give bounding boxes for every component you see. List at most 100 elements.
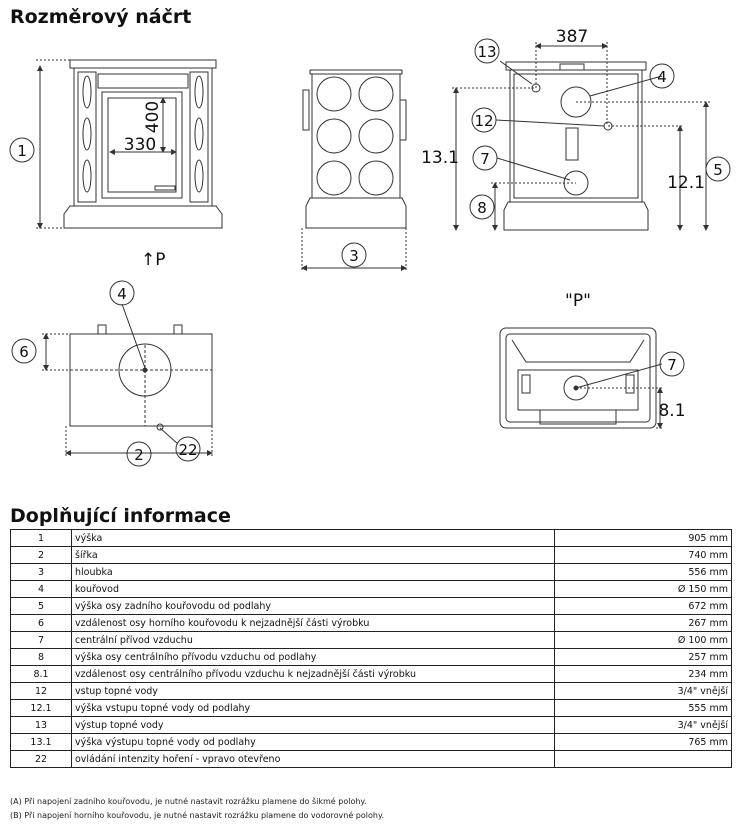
cell-num: 2	[10, 546, 72, 564]
cell-desc: vzdálenost osy centrálního přívodu vzduc…	[71, 665, 555, 683]
cell-num: 8	[10, 648, 72, 666]
callout-22: 22	[178, 441, 197, 459]
callout-4-back: 4	[657, 68, 667, 86]
callout-7-rear: 7	[667, 356, 677, 374]
cell-val: Ø 150 mm	[554, 580, 732, 598]
callout-1: 1	[17, 142, 27, 160]
callout-8-1: 8.1	[658, 401, 685, 421]
callout-4-top: 4	[117, 285, 127, 303]
cell-num: 4	[10, 580, 72, 598]
cell-desc: výška výstupu topné vody od podlahy	[71, 733, 555, 751]
cell-val: 267 mm	[554, 614, 732, 632]
cell-desc: hloubka	[71, 563, 555, 581]
cell-num: 12.1	[10, 699, 72, 717]
front-inner-width: 330	[124, 135, 156, 155]
cell-desc: vzdálenost osy horního kouřovodu k nejza…	[71, 614, 555, 632]
callout-circle-22	[175, 436, 201, 462]
callout-circle-8	[469, 194, 495, 220]
cell-num: 8.1	[10, 665, 72, 683]
cell-desc: šířka	[71, 546, 555, 564]
cell-num: 3	[10, 563, 72, 581]
rear-view	[499, 327, 664, 429]
cell-num: 5	[10, 597, 72, 615]
callout-circle-6	[11, 338, 37, 364]
cell-num: 12	[10, 682, 72, 700]
note-a: (A) Při napojení zadního kouřovodu, je n…	[10, 797, 367, 806]
back-top-width: 387	[556, 27, 588, 47]
cell-val: 556 mm	[554, 563, 732, 581]
callout-circle-1	[9, 137, 35, 163]
cell-num: 13.1	[10, 733, 72, 751]
rear-view-label: "P"	[565, 291, 591, 311]
cell-val: Ø 100 mm	[554, 631, 732, 649]
cell-num: 7	[10, 631, 72, 649]
cell-num: 1	[10, 529, 72, 547]
cell-val: 257 mm	[554, 648, 732, 666]
cell-val: 234 mm	[554, 665, 732, 683]
front-inner-height: 400	[143, 101, 163, 133]
callout-circle-13	[474, 38, 500, 64]
top-view	[42, 303, 213, 457]
cell-desc: ovládání intenzity hoření - vpravo otevř…	[71, 750, 555, 768]
cell-val: 672 mm	[554, 597, 732, 615]
cell-num: 6	[10, 614, 72, 632]
cell-desc: centrální přívod vzduchu	[71, 631, 555, 649]
cell-val: 3/4" vnější	[554, 716, 732, 734]
callout-circle-2	[126, 441, 152, 467]
callout-circle-5	[705, 156, 731, 182]
callout-5: 5	[713, 161, 723, 179]
cell-desc: vstup topné vody	[71, 682, 555, 700]
dimension-drawings: 1 330 400 ↑P 3	[9, 27, 731, 467]
cell-desc: výška vstupu topné vody od podlahy	[71, 699, 555, 717]
cell-val: 765 mm	[554, 733, 732, 751]
callout-circle-12	[471, 107, 497, 133]
cell-num: 22	[10, 750, 72, 768]
cell-val: 3/4" vnější	[554, 682, 732, 700]
callout-6: 6	[19, 343, 29, 361]
info-heading: Doplňující informace	[10, 505, 231, 527]
front-view	[36, 59, 223, 229]
callout-circle-7b	[659, 351, 685, 377]
callout-7-back: 7	[480, 150, 490, 168]
cell-desc: výstup topné vody	[71, 716, 555, 734]
front-view-arrow: ↑P	[141, 250, 166, 270]
drawing-heading: Rozměrový náčrt	[10, 6, 192, 28]
cell-desc: výška osy zadního kouřovodu od podlahy	[71, 597, 555, 615]
callout-circle-4a	[649, 63, 675, 89]
cell-desc: výška	[71, 529, 555, 547]
callout-12-1: 12.1	[667, 173, 705, 193]
callout-circle-4b	[109, 280, 135, 306]
callout-13-1: 13.1	[421, 148, 459, 168]
cell-desc: výška osy centrálního přívodu vzduchu od…	[71, 648, 555, 666]
callout-8: 8	[477, 199, 487, 217]
cell-val	[554, 750, 732, 768]
callout-2: 2	[134, 446, 144, 464]
cell-val: 740 mm	[554, 546, 732, 564]
cell-desc: kouřovod	[71, 580, 555, 598]
cell-val: 555 mm	[554, 699, 732, 717]
side-view	[301, 69, 407, 272]
callout-circle-7a	[472, 145, 498, 171]
callout-circle-3	[341, 242, 367, 268]
callout-3: 3	[349, 247, 359, 265]
callout-12: 12	[474, 112, 493, 130]
cell-val: 905 mm	[554, 529, 732, 547]
note-b: (B) Při napojení horního kouřovodu, je n…	[10, 811, 385, 820]
callout-13: 13	[477, 43, 496, 61]
cell-num: 13	[10, 716, 72, 734]
